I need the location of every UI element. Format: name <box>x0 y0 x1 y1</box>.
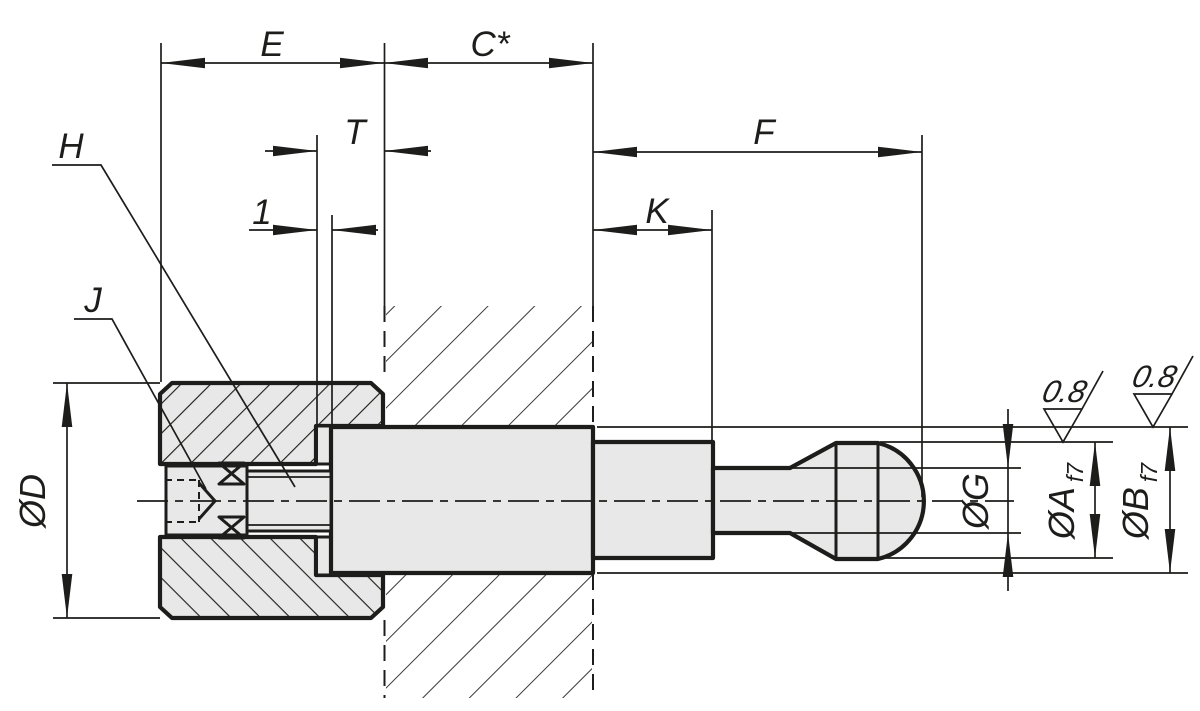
surface-finish-symbol-a: 0.8 <box>1039 370 1104 444</box>
dim-label-dia-A: ØA f7 <box>1041 462 1088 540</box>
dia-A-fit: f7 <box>1062 462 1088 482</box>
dimension-C: C* <box>384 25 593 69</box>
pin-body <box>328 424 926 576</box>
roughness-value-b: 0.8 <box>1129 359 1181 393</box>
arrowhead <box>549 57 593 69</box>
hex-socket-hidden-lines <box>165 479 200 523</box>
dim-label-C: C* <box>471 25 511 64</box>
dimension-dia-G: ØG <box>955 409 1014 591</box>
arrowhead <box>1089 442 1101 486</box>
dim-label-dia-D: ØD <box>12 474 53 529</box>
ext-dia-b <box>597 426 1188 574</box>
dimension-T: T <box>265 113 431 157</box>
dimension-F: F <box>593 113 922 158</box>
arrowhead <box>332 224 376 236</box>
arrowhead <box>593 224 637 236</box>
dim-label-1: 1 <box>252 193 271 232</box>
arrowhead <box>273 145 317 157</box>
thread-section-symbol-bottom <box>217 515 246 540</box>
ext-dia-a <box>880 441 1113 559</box>
head-upper-hatch <box>160 383 383 464</box>
washer-upper <box>315 424 332 466</box>
roughness-value-a: 0.8 <box>1039 374 1091 408</box>
dimension-E: E <box>161 25 384 69</box>
callout-H: H <box>52 127 296 488</box>
dim-label-T: T <box>344 113 368 152</box>
extension-lines <box>53 43 1188 619</box>
arrowhead <box>1089 514 1101 558</box>
dim-label-dia-B: ØB f7 <box>1115 462 1162 540</box>
dimension-dia-D: ØD <box>12 383 73 618</box>
mounting-plate-section <box>383 306 594 698</box>
roughness-check-icon <box>1132 355 1194 429</box>
arrowhead <box>878 146 922 158</box>
leader-line-H <box>52 164 296 488</box>
arrowhead <box>1164 427 1176 471</box>
dim-label-dia-G: ØG <box>955 473 996 530</box>
dim-label-F: F <box>753 113 777 152</box>
arrowhead <box>384 145 428 157</box>
callout-J: J <box>74 281 207 490</box>
arrowhead <box>384 57 428 69</box>
callout-label-J: J <box>83 281 102 320</box>
arrowhead <box>1164 529 1176 573</box>
arrowhead <box>1002 424 1014 468</box>
arrowhead <box>61 574 73 618</box>
callout-label-H: H <box>58 127 84 166</box>
dim-label-K: K <box>645 192 670 231</box>
ext-dia-g <box>790 467 1021 534</box>
surface-finish-symbol-b: 0.8 <box>1129 355 1194 429</box>
dia-B-fit: f7 <box>1136 462 1162 482</box>
arrowhead <box>61 383 73 427</box>
dim-label-E: E <box>260 25 284 64</box>
dia-A-symbol: ØA <box>1041 487 1082 540</box>
arrowhead <box>668 224 712 236</box>
washer-lower <box>315 535 332 577</box>
arrowhead <box>1002 533 1014 577</box>
arrowhead <box>273 224 317 236</box>
arrowhead <box>161 57 205 69</box>
dimension-K: K <box>593 192 712 236</box>
leader-line-J <box>74 318 207 490</box>
head-lower-hatch <box>160 537 383 618</box>
pin-medium-cylinder <box>590 439 716 561</box>
dimension-dia-A: ØA f7 <box>1041 442 1101 558</box>
dimension-dia-B: ØB f7 <box>1115 427 1176 573</box>
dia-B-symbol: ØB <box>1115 487 1156 540</box>
thread-section-symbol-top <box>217 461 246 486</box>
plate-hatch-lower <box>386 573 592 698</box>
dimension-1: 1 <box>249 193 378 236</box>
plate-hatch-upper <box>386 306 592 427</box>
arrowhead <box>340 57 384 69</box>
ext-dia-d <box>53 382 160 619</box>
roughness-check-icon <box>1042 370 1104 444</box>
arrowhead <box>593 146 637 158</box>
pin-large-cylinder <box>328 424 596 576</box>
